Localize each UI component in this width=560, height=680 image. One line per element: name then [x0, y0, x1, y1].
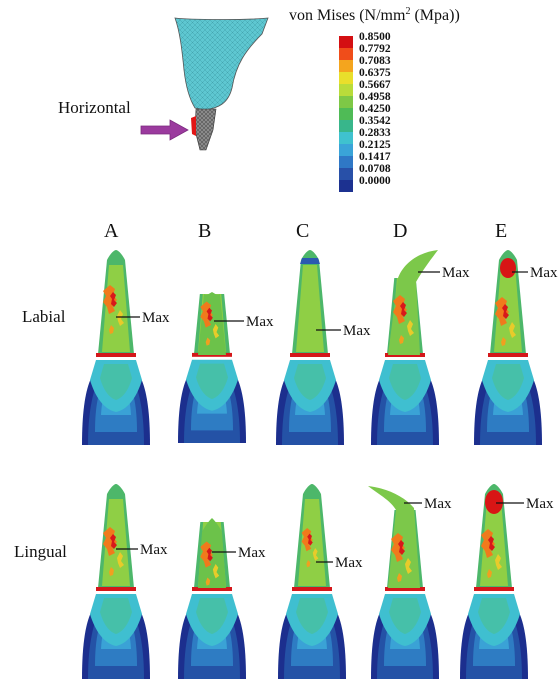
legend-swatches	[339, 36, 353, 192]
max-callout-lingual-b: Max	[212, 545, 266, 561]
legend-swatch	[339, 180, 353, 192]
column-headers: A B C D E	[104, 220, 507, 242]
row-label-lingual: Lingual	[14, 542, 67, 561]
legend-tick-label: 0.0708	[359, 163, 391, 175]
svg-text:Max: Max	[343, 323, 371, 339]
legend-swatch	[339, 60, 353, 72]
stress-legend: von Mises (N/mm2 (Mpa)) 0.85000.77920.70…	[289, 6, 460, 192]
legend-tick-label: 0.2833	[359, 127, 391, 139]
legend-swatch	[339, 120, 353, 132]
legend-swatch	[339, 84, 353, 96]
max-callout-labial-b: Max	[214, 314, 274, 330]
panel-labial-d	[371, 248, 439, 445]
panel-labial-b	[178, 250, 246, 444]
svg-text:Max: Max	[246, 314, 274, 330]
legend-tick-label: 0.4250	[359, 103, 391, 115]
row-label-labial: Labial	[22, 307, 66, 326]
svg-text:Max: Max	[526, 496, 554, 512]
max-callout-labial-c: Max	[316, 323, 371, 339]
legend-tick-label: 0.4958	[359, 91, 391, 103]
legend-swatch	[339, 108, 353, 120]
column-label-c: C	[296, 220, 309, 242]
svg-text:Max: Max	[238, 545, 266, 561]
svg-text:Max: Max	[142, 310, 170, 326]
legend-swatch	[339, 168, 353, 180]
load-contact-marker	[191, 116, 196, 136]
legend-title: von Mises (N/mm2 (Mpa))	[289, 6, 460, 24]
legend-tick-label: 0.2125	[359, 139, 391, 151]
load-diagram: Horizontal	[58, 17, 269, 151]
panel-lingual-b	[178, 482, 246, 679]
legend-swatch	[339, 36, 353, 48]
column-label-b: B	[198, 220, 211, 242]
legend-tick-label: 0.6375	[359, 67, 391, 79]
tooth-mesh-model	[174, 17, 269, 111]
legend-swatch	[339, 156, 353, 168]
legend-tick-label: 0.7083	[359, 55, 391, 67]
legend-tick-label: 0.0000	[359, 175, 391, 187]
max-callouts: Max Max Max Max Max Max Max Max Max Max	[116, 265, 558, 571]
panel-lingual-d	[368, 480, 439, 679]
svg-text:Max: Max	[442, 265, 470, 281]
max-callout-labial-e: Max	[512, 265, 558, 281]
panel-labial-a	[82, 250, 150, 445]
legend-swatch	[339, 96, 353, 108]
legend-swatch	[339, 72, 353, 84]
column-label-a: A	[104, 220, 119, 242]
svg-text:Max: Max	[140, 542, 168, 558]
max-callout-labial-d: Max	[418, 265, 470, 281]
svg-text:Max: Max	[335, 555, 363, 571]
svg-text:Max: Max	[424, 496, 452, 512]
panel-lingual-c	[278, 484, 346, 679]
max-callout-labial-a: Max	[116, 310, 170, 326]
load-arrow-icon	[140, 119, 189, 141]
loaded-tip-model	[194, 108, 217, 151]
max-callout-lingual-a: Max	[116, 542, 168, 558]
column-label-d: D	[393, 220, 407, 242]
svg-text:Max: Max	[530, 265, 558, 281]
legend-swatch	[339, 144, 353, 156]
panel-lingual-a	[82, 484, 150, 679]
max-callout-lingual-d: Max	[404, 496, 452, 512]
legend-tick-label: 0.8500	[359, 31, 391, 43]
legend-tick-labels: 0.85000.77920.70830.63750.56670.49580.42…	[359, 31, 391, 187]
panel-labial-c	[276, 250, 344, 445]
legend-swatch	[339, 132, 353, 144]
panel-lingual-e	[460, 484, 528, 679]
legend-tick-label: 0.1417	[359, 151, 391, 163]
legend-swatch	[339, 48, 353, 60]
max-callout-lingual-c: Max	[316, 555, 363, 571]
legend-tick-label: 0.3542	[359, 115, 391, 127]
legend-tick-label: 0.5667	[359, 79, 391, 91]
column-label-e: E	[495, 220, 507, 242]
load-label: Horizontal	[58, 98, 131, 117]
panel-labial-e	[474, 250, 542, 445]
legend-tick-label: 0.7792	[359, 43, 391, 55]
max-callout-lingual-e: Max	[496, 496, 554, 512]
